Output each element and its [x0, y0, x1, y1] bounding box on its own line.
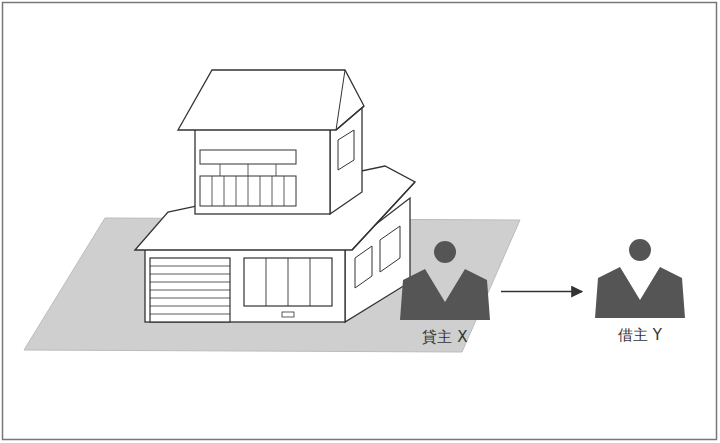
person-node: 貸主 X [391, 238, 499, 346]
person-node: 借主 Y [586, 236, 694, 344]
person-icon [590, 236, 690, 320]
party-label: 貸主 X [391, 328, 499, 346]
person-icon [395, 238, 495, 322]
arrow-connector [501, 291, 582, 293]
party-label: 借主 Y [586, 326, 694, 344]
